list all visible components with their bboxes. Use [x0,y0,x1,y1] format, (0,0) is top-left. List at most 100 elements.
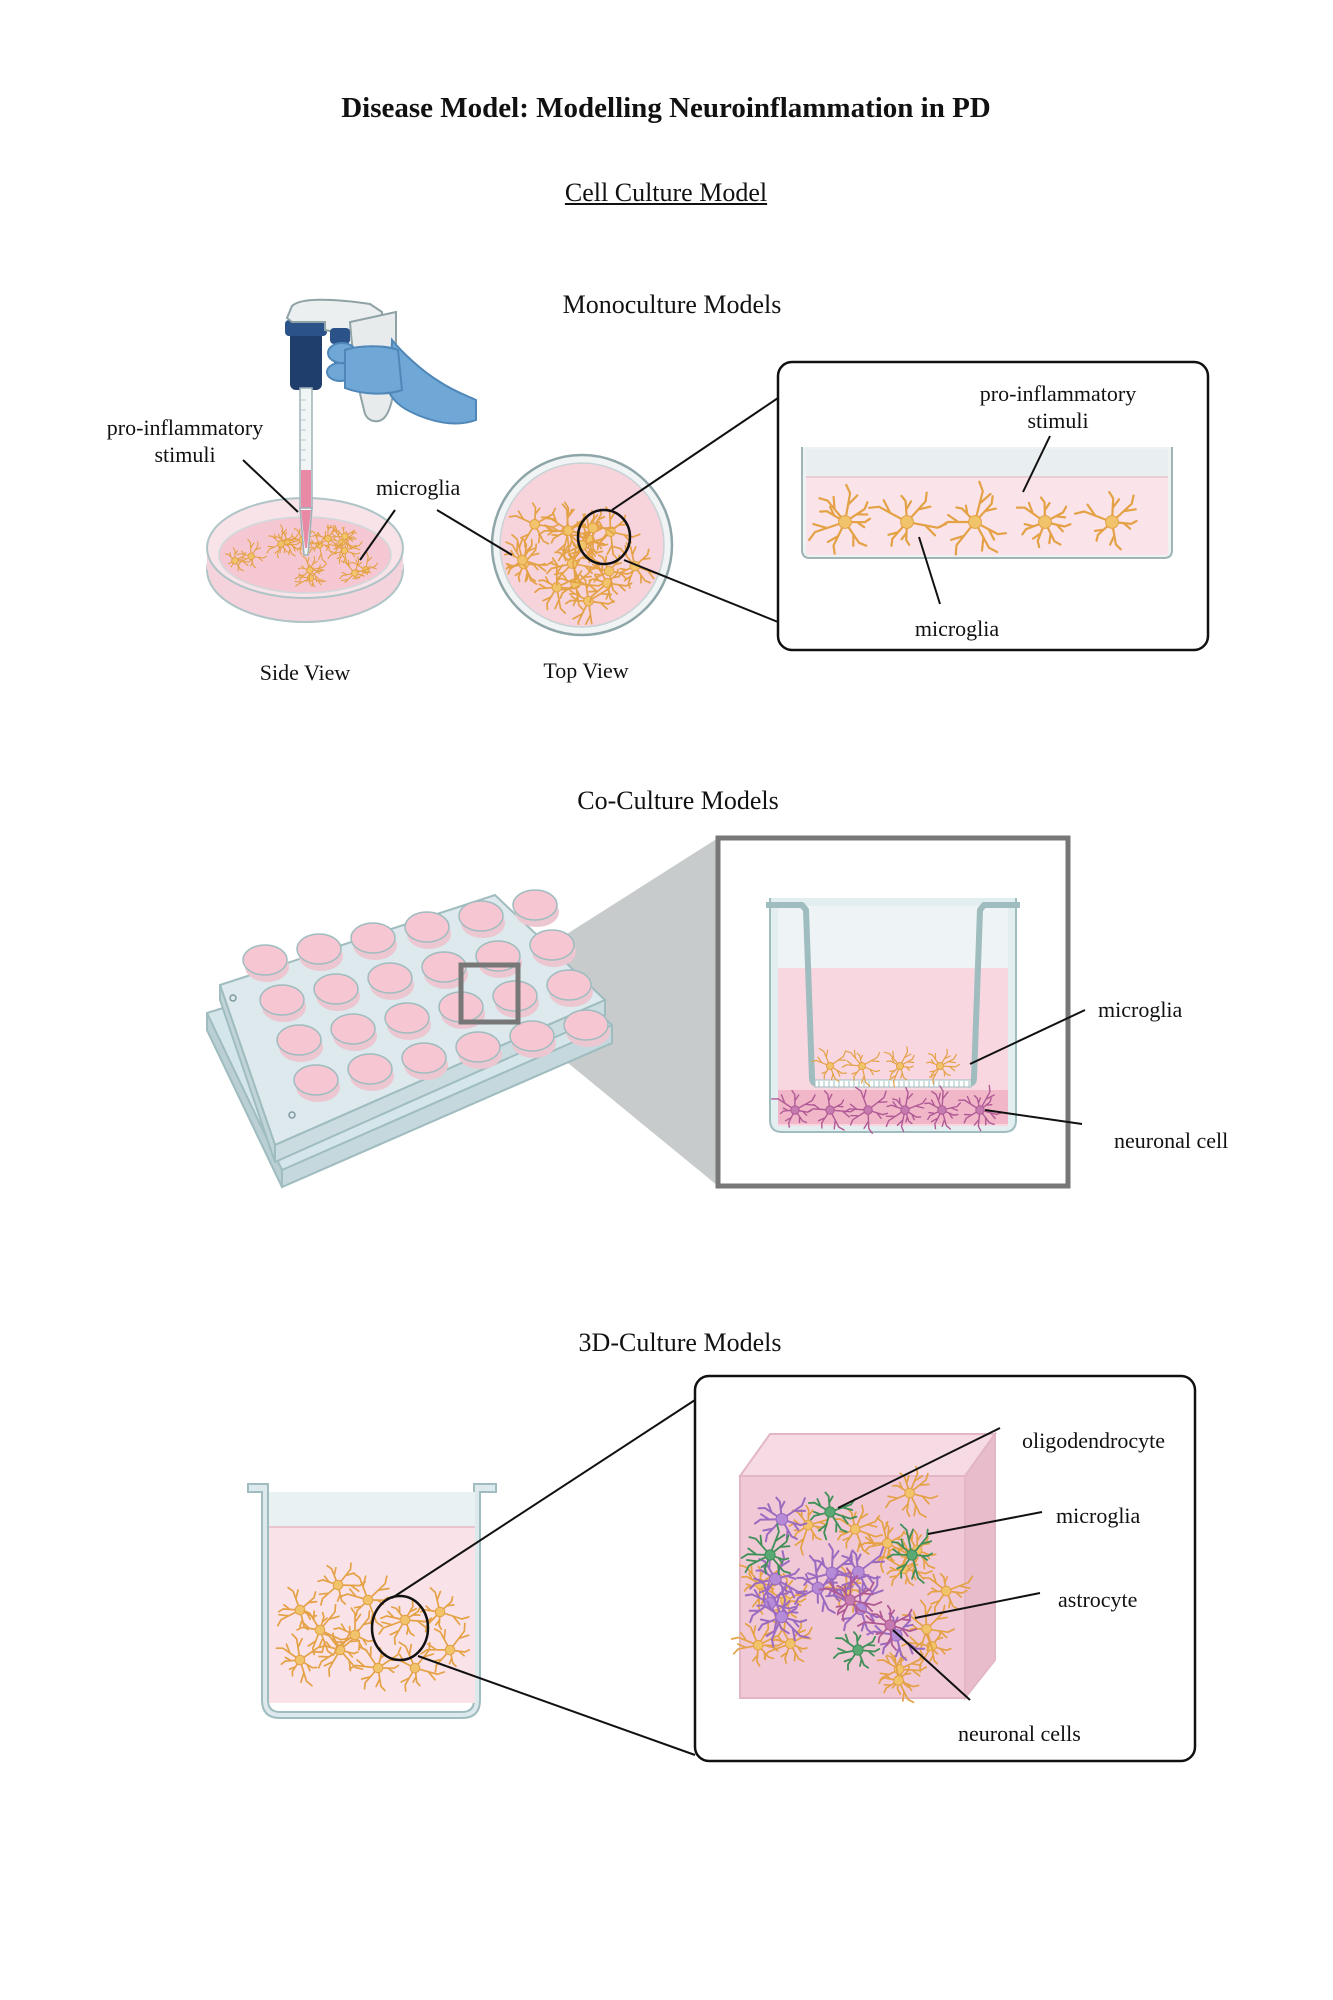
well [242,944,288,976]
well [401,1042,447,1074]
well [455,1031,501,1063]
zoom-stimuli-label-line2: stimuli [1027,408,1089,433]
microglia-cell [808,483,872,555]
microglia-cell [275,1633,324,1687]
microglia-cell [266,523,301,559]
oligodendrocyte-cell [886,1523,933,1584]
microglia-cell [868,491,948,547]
monoculture-zoom-box [776,360,1210,652]
astrocyte-cell [756,1592,810,1648]
microglia-cell [939,480,1007,556]
microglia-cell [571,508,621,555]
neuronal-cell [844,1086,889,1134]
beaker-zoom-circle [370,1594,430,1662]
side-view-dish [206,497,404,623]
well [546,969,592,1001]
zoom-microglia-label: microglia [914,616,1000,641]
well [259,984,305,1016]
culture3d-label-lines [837,1427,1043,1701]
microglia-cell [378,1600,433,1646]
neuronal-cell [857,1604,918,1651]
monoculture-leader-lines [242,397,779,623]
zoom-stimuli-label-line1: pro-inflammatory [979,381,1137,406]
culture3d-microglia-label: microglia [1056,1503,1141,1528]
beaker-microglia-cells [275,1562,471,1692]
astrocyte-label: astrocyte [1058,1587,1138,1612]
neuronal-cell [807,1090,857,1131]
neuronal-cell [924,1085,961,1130]
well [296,933,342,965]
culture3d-heading: 3D-Culture Models [578,1328,782,1357]
microglia-cell [810,1048,847,1082]
well [293,1064,339,1096]
side-view-stimuli-label-line2: stimuli [154,442,216,467]
microglia-cell [885,1465,939,1518]
well-plate-icon [206,889,613,1189]
top-view-zoom-circle [576,508,632,566]
microglia-cell [730,1622,785,1667]
side-view-microglia-label: microglia [376,475,461,500]
well [276,1024,322,1056]
zoom-microglia-row [808,480,1138,556]
microglia-cell [503,533,546,585]
microglia-cell [879,1652,920,1704]
well [404,911,450,943]
well [458,900,504,932]
neuronal-cell [818,1567,883,1622]
page-title: Disease Model: Modelling Neuroinflammati… [341,92,991,124]
microglia-cell [833,1504,883,1555]
well [492,980,538,1012]
neuronal-cell [958,1084,1003,1132]
well [529,929,575,961]
oligodendrocyte-label: oligodendrocyte [1022,1428,1165,1453]
microglia-cell [508,502,560,548]
monoculture-heading: Monoculture Models [562,290,782,319]
microglia-cell [420,1622,471,1673]
zoom-leader-lines [918,435,1051,605]
microglia-cell [841,1049,881,1087]
well-plate-wells [242,889,610,1102]
beaker-icon [247,1483,497,1719]
culture3d-leader-lines [391,1399,696,1756]
well [330,1013,376,1045]
side-view-caption: Side View [259,660,351,685]
well [350,922,396,954]
well [512,889,558,921]
coculture-microglia-label: microglia [1098,997,1183,1022]
neuronal-cells-label: neuronal cells [958,1721,1081,1746]
microglia-cell [276,1586,318,1631]
well-highlight-box [458,962,521,1025]
gloved-hand-icon [326,337,477,425]
oligodendrocyte-cell [832,1631,881,1671]
microglia-cell [1074,491,1138,551]
coculture-heading: Co-Culture Models [577,786,779,815]
microglia-cell [297,555,328,586]
well [509,1020,555,1052]
neuronal-cell [771,1089,816,1128]
microglia-cell [1015,496,1072,549]
microglia-cell [883,1046,915,1088]
hydrogel-mixed-cells [730,1465,974,1704]
coculture-leader-lines [969,1009,1086,1125]
culture3d-zoom-box [693,1374,1197,1763]
microglia-cell [922,1573,974,1615]
astrocyte-cell [754,1496,808,1543]
hydrogel-cube-icon [730,1430,997,1704]
well [563,1009,609,1041]
well [384,1002,430,1034]
oligodendrocyte-cell [740,1523,791,1576]
coculture-zoom-box [715,835,1071,1189]
well [313,973,359,1005]
microglia-cell [590,554,634,595]
microglia-cell [926,1048,961,1085]
microglia-cell [534,557,583,614]
coculture-microglia [810,1046,961,1088]
well [367,962,413,994]
top-view-dish [490,453,674,637]
side-view-stimuli-label-line1: pro-inflammatory [106,415,264,440]
top-view-caption: Top View [543,658,629,683]
coculture-neuronal-label: neuronal cell [1114,1128,1229,1153]
well [347,1053,393,1085]
